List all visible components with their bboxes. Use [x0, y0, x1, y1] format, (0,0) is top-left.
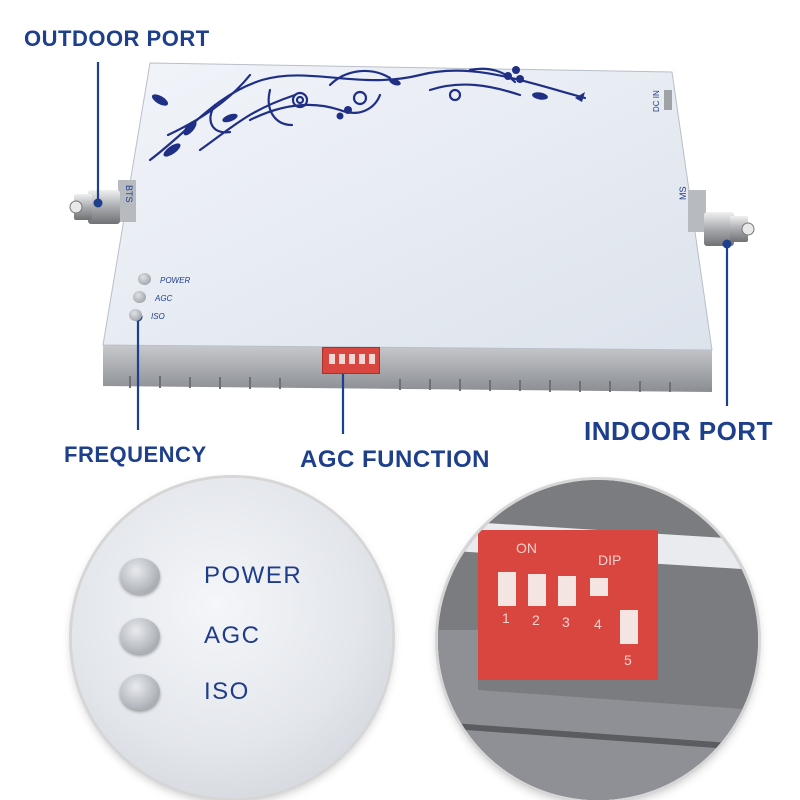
heatsink-fins	[129, 376, 671, 392]
device-led-agc	[133, 291, 146, 303]
dip-number-3: 3	[562, 614, 570, 630]
dip-switch-zoom-circle: ON DIP 1 2 3 4 5	[438, 480, 758, 800]
dc-in-jack	[664, 90, 672, 110]
ms-label: MS	[678, 186, 688, 201]
device-led-iso-label: ISO	[151, 312, 165, 321]
power-led-label: POWER	[204, 562, 303, 589]
dip-number-2: 2	[532, 612, 540, 628]
heatsink-face	[103, 345, 712, 392]
iso-led-label: ISO	[204, 678, 250, 705]
device-led-power-label: POWER	[160, 276, 191, 285]
iso-led	[120, 674, 160, 710]
device-led-agc-label: AGC	[155, 294, 173, 303]
led-row-agc: AGC	[120, 618, 261, 654]
dip-number-4: 4	[594, 616, 602, 632]
indoor-port-callout: INDOOR PORT	[584, 416, 773, 446]
power-led	[120, 558, 160, 594]
agc-function-callout: AGC FUNCTION	[300, 446, 490, 473]
frequency-callout: FREQUENCY	[64, 442, 207, 467]
device-dip-switch	[322, 347, 380, 374]
floral-leaves	[151, 66, 585, 157]
device-led-iso	[129, 309, 142, 321]
led-row-iso: ISO	[120, 674, 250, 710]
bts-label: BTS	[124, 185, 134, 203]
device-top-panel	[102, 62, 713, 351]
dip-switch-closeup	[438, 480, 758, 800]
dip-on-label: ON	[516, 540, 537, 556]
device-led-power	[138, 273, 151, 285]
bts-connector	[69, 180, 136, 224]
ms-connector	[688, 190, 755, 246]
agc-led	[120, 618, 160, 654]
dc-in-label: DC IN	[652, 90, 661, 112]
dip-number-5: 5	[624, 652, 632, 668]
dip-dip-label: DIP	[598, 552, 622, 568]
led-zoom-circle: POWER AGC ISO	[72, 478, 392, 798]
repeater-device	[69, 62, 755, 434]
outdoor-port-callout: OUTDOOR PORT	[24, 26, 210, 51]
dip-number-1: 1	[502, 610, 510, 626]
led-row-power: POWER	[120, 558, 302, 594]
agc-led-label: AGC	[204, 622, 261, 649]
floral-decoration	[148, 67, 587, 162]
